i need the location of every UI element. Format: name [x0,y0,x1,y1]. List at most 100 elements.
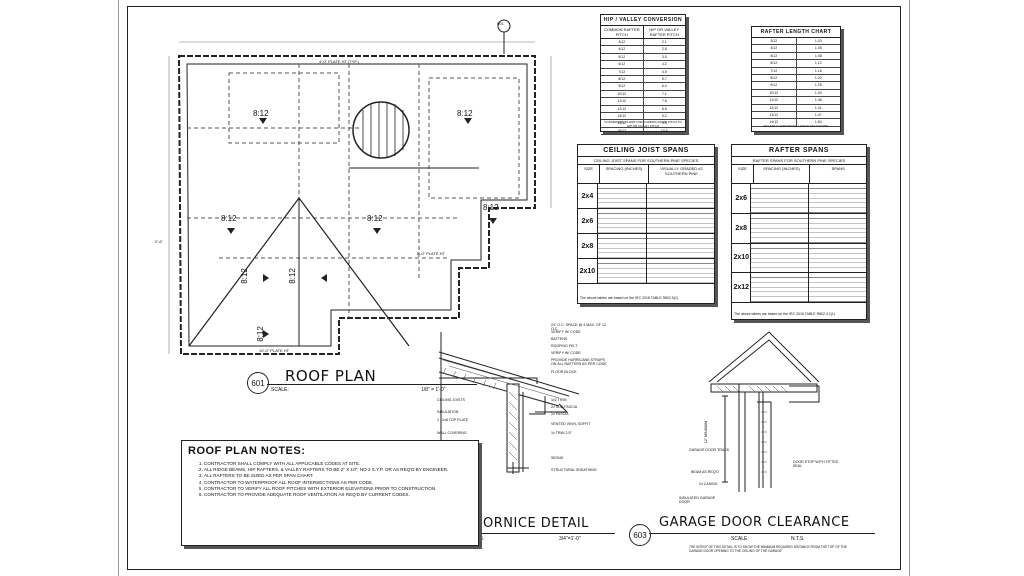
size-cell: 2x8 [578,234,598,258]
lines-column [809,273,866,303]
table-row-group: 2x10 [732,243,866,274]
table-row: 12/12 1.41 [752,104,840,112]
dimension-mark: 2'-6" [155,239,163,244]
table-cell: 7.1 [661,91,667,96]
table-cell: 5/12 [601,53,644,61]
detail-number-603: 603 [629,524,651,546]
cornice-callout: 2x SUB-FASCIA [551,405,578,409]
column-header: SPANS [831,166,845,171]
garage-callout: 2x CASING [699,482,718,486]
cornice-callout: 1x2 TRIM [551,398,567,402]
drawing-sheet: 8:12 8:12 8:12 8:12 8:12 8:12 8:12 8:12 … [118,0,910,576]
table-cell: 6/12 [601,61,644,68]
cornice-callout: BATTENS [551,337,568,341]
roof-plan-title: ROOF PLAN [285,367,377,385]
size-cell: 2x6 [732,184,752,213]
table-cell: 1.05 [814,46,822,51]
pitch-marker [227,228,235,234]
title-underline [649,533,875,534]
table-cell: 8/12 [752,74,797,82]
table-cell: 7.8 [661,99,667,104]
pitch-marker [464,118,472,124]
cornice-callout: CEILING JOISTS [437,398,465,402]
table-cell: 9/12 [601,83,644,90]
pitch-marker [263,330,269,338]
column-header: SIZE [578,165,601,183]
sheet-border [127,6,901,570]
garage-detail-drawing [708,331,820,492]
column-header: SPACING (INCHES) [754,165,811,183]
lines-column [809,243,866,273]
notes-title: ROOF PLAN NOTES: [188,445,306,457]
cornice-callout: WALL COVERING [437,431,467,435]
table-cell: 3.5 [661,54,667,59]
table-cell: 1.20 [814,75,822,80]
table-title: RAFTER SPANS [732,145,866,157]
table-cell: 2.1 [661,40,667,44]
roof-plan-drawing [168,19,552,355]
table-cell: 4.9 [661,69,667,74]
table-cell: 1.54 [814,120,822,125]
table-cell: 14/12 [752,119,797,126]
size-cell: 2x10 [578,259,598,283]
table-cell: 1.12 [814,61,822,66]
table-row-group: 2x6 [578,209,714,234]
lines-column [809,184,866,213]
lines-column [597,209,647,233]
column-header: SIZE [732,165,754,183]
table-cell: 1.25 [814,83,822,88]
table-row-group: 2x10 [578,259,714,284]
cornice-callout: 2 - 2x6 TOP PLATE [437,418,469,422]
table-cell: 1.41 [814,105,822,110]
table-cell: 12/12 [752,104,797,111]
table-cell: 7/12 [752,67,797,74]
column-header: HIP OR VALLEY RAFTER PITCH [649,27,680,37]
lines-column [646,234,714,258]
pitch-label: 8:12 [221,214,237,223]
note-item: CONTRACTOR SHALL COMPLY WITH ALL APPLICA… [204,461,464,467]
table-cell: 15/12 [601,127,644,135]
title-underline [435,533,615,534]
pitch-label: 8:12 [483,203,499,212]
lines-column [646,184,714,208]
table-cell: 7/12 [601,68,644,75]
table-row: 8/12 1.20 [752,74,840,83]
cornice-callout: ROOFING FELT [551,344,578,348]
scale-label: SCALE: [731,536,749,542]
table-row-group: 2x6 [732,184,866,214]
lines-column [751,243,810,273]
table-cell: 4/12 [601,46,644,53]
table-cell: 10/12 [601,90,644,98]
table-row-group: 2x8 [578,234,714,259]
cornice-callout: STRUCTURAL SHEATHING [551,468,597,472]
lines-column [597,234,647,258]
hip-valley-table: HIP / VALLEY CONVERSION COMMON RAFTER PI… [600,14,686,136]
table-row: 5/12 3.5 [601,53,685,62]
table-cell: 3/12 [601,39,644,46]
rafter-spans-table: RAFTER SPANS RAFTER SPANS FOR SOUTHERN P… [731,144,867,320]
table-cell: 14/12 [601,120,644,127]
title-underline [267,384,477,385]
plate-label: 8'-0" PLATE HT [417,251,445,256]
pitch-label: 8:12 [239,268,249,284]
table-cell: 1.08 [814,53,822,58]
cornice-callout: FLOOR BLOCK [551,370,577,374]
table-cell: 3/12 [752,38,797,45]
garage-callout: BEAM AS REQ'D [691,470,719,474]
garage-callout: DOOR STOP WITH FITTED SEAL [793,460,839,468]
table-row-group: 2x8 [732,213,866,244]
lines-column [646,209,714,233]
column-header: COMMON RAFTER PITCH [601,26,644,38]
pitch-marker [259,118,267,124]
